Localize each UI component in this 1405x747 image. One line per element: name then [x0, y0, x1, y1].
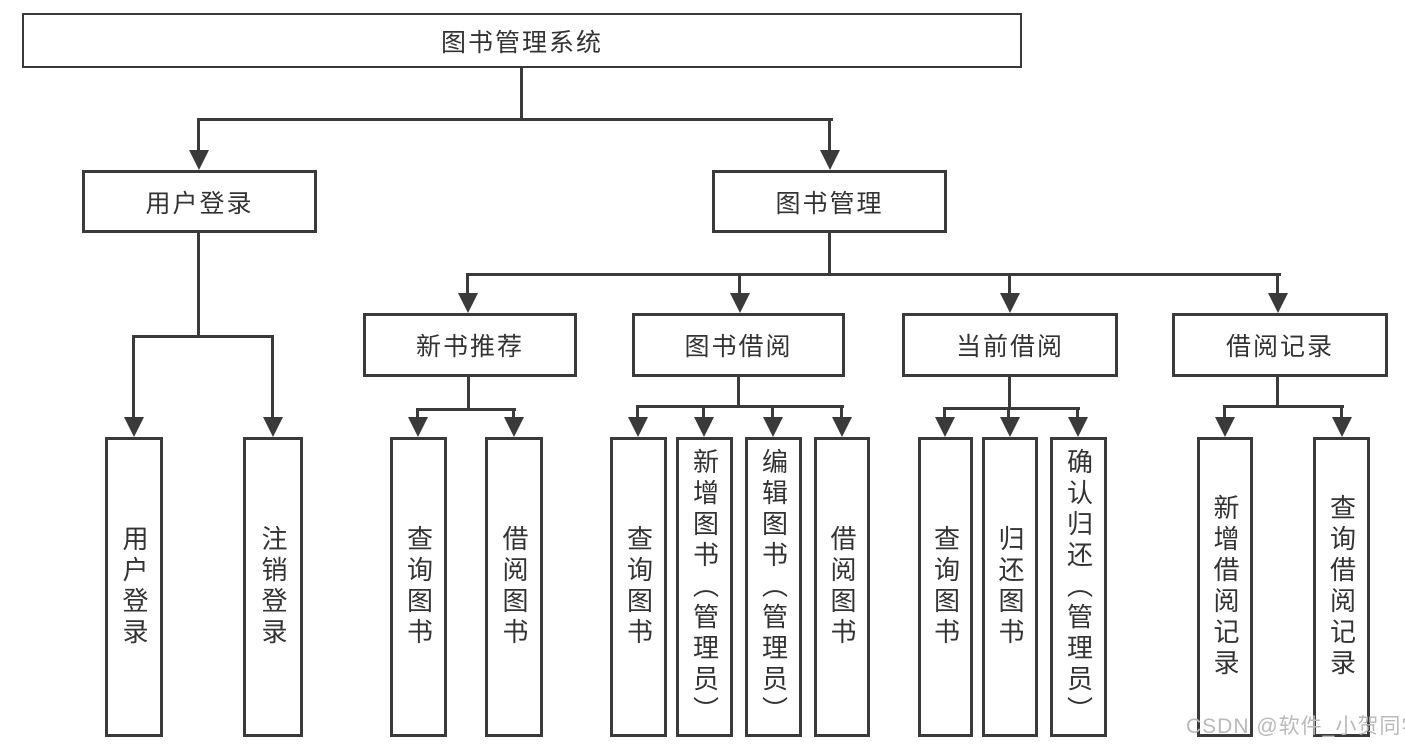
connector-line	[943, 407, 1080, 410]
node-edit-book-admin: 编辑图书（管理员）	[745, 437, 802, 737]
connector-line	[1276, 377, 1279, 407]
connector-line	[1223, 405, 1226, 419]
node-add-borrow-record: 新增借阅记录	[1197, 437, 1253, 737]
connector-line	[738, 273, 741, 295]
connector-line	[466, 273, 469, 295]
node-label: 新书推荐	[415, 333, 524, 361]
arrowhead-icon	[1268, 293, 1288, 313]
connector-line	[636, 405, 639, 419]
node-borrow-books-recommend: 借阅图书	[485, 437, 543, 737]
connector-line	[520, 68, 523, 118]
node-borrow-books-leaf: 借阅图书	[814, 437, 870, 737]
node-query-borrow-record: 查询借阅记录	[1313, 437, 1370, 737]
connector-line	[197, 233, 200, 337]
node-label: 查询借阅记录	[1326, 494, 1357, 680]
connector-line	[636, 405, 844, 408]
connector-line	[132, 335, 135, 419]
node-query-books-current: 查询图书	[918, 437, 973, 737]
node-label: 确认归还（管理员）	[1063, 447, 1094, 727]
connector-line	[828, 233, 831, 275]
node-return-books: 归还图书	[982, 437, 1038, 737]
node-label: 查询图书	[930, 525, 961, 649]
arrowhead-icon	[124, 417, 144, 437]
connector-line	[943, 407, 946, 419]
connector-line	[737, 377, 740, 407]
node-library-management-system: 图书管理系统	[22, 13, 1022, 68]
node-label: 借阅图书	[827, 525, 857, 649]
connector-line	[1076, 407, 1079, 419]
connector-line	[132, 335, 274, 338]
connector-line	[828, 118, 831, 152]
connector-line	[466, 273, 1281, 276]
watermark: CSDN @软件_小贺同学	[1186, 715, 1405, 738]
node-label: 借阅记录	[1225, 333, 1334, 361]
arrowhead-icon	[763, 417, 783, 437]
arrowhead-icon	[189, 150, 209, 170]
node-label: 查询图书	[403, 525, 434, 649]
connector-line	[271, 335, 274, 419]
connector-line	[702, 405, 705, 419]
connector-line	[840, 405, 843, 419]
node-label: 归还图书	[995, 525, 1025, 649]
node-label: 图书管理系统	[440, 28, 603, 57]
connector-line	[197, 118, 200, 152]
connector-line	[467, 377, 470, 410]
node-query-books-borrowing: 查询图书	[610, 437, 667, 737]
connector-line	[416, 408, 516, 411]
connector-line	[512, 408, 515, 419]
arrowhead-icon	[504, 417, 524, 437]
node-label: 用户登录	[119, 525, 149, 649]
node-user-login: 用户登录	[82, 170, 317, 233]
arrowhead-icon	[832, 417, 852, 437]
arrowhead-icon	[1068, 417, 1088, 437]
connector-line	[1008, 377, 1011, 409]
node-label: 查询图书	[623, 525, 654, 649]
node-label: 借阅图书	[499, 525, 529, 649]
node-add-book-admin: 新增图书（管理员）	[676, 437, 733, 737]
node-logout: 注销登录	[243, 437, 303, 737]
arrowhead-icon	[408, 417, 428, 437]
connector-line	[197, 118, 833, 121]
node-book-borrowing: 图书借阅	[632, 313, 845, 377]
arrowhead-icon	[458, 293, 478, 313]
node-label: 图书借阅	[684, 333, 793, 361]
connector-line	[1223, 405, 1344, 408]
node-label: 注销登录	[258, 525, 288, 649]
connector-line	[416, 408, 419, 419]
arrowhead-icon	[730, 293, 750, 313]
arrowhead-icon	[628, 417, 648, 437]
arrowhead-icon	[1000, 417, 1020, 437]
node-query-books-recommend: 查询图书	[390, 437, 447, 737]
arrowhead-icon	[1332, 417, 1352, 437]
arrowhead-icon	[263, 417, 283, 437]
node-borrowing-records: 借阅记录	[1172, 313, 1388, 377]
node-label: 新增图书（管理员）	[689, 447, 720, 727]
connector-line	[771, 405, 774, 419]
node-label: 当前借阅	[955, 333, 1064, 361]
connector-line	[1008, 273, 1011, 295]
connector-line	[1007, 407, 1010, 419]
connector-line	[1340, 405, 1343, 419]
node-book-management: 图书管理	[712, 170, 947, 233]
node-label: 用户登录	[145, 189, 254, 218]
node-label: 编辑图书（管理员）	[758, 447, 789, 727]
node-current-borrowing: 当前借阅	[902, 313, 1118, 377]
node-label: 新增借阅记录	[1210, 494, 1240, 680]
arrowhead-icon	[820, 150, 840, 170]
arrowhead-icon	[1000, 293, 1020, 313]
connector-line	[1276, 273, 1279, 295]
arrowhead-icon	[1215, 417, 1235, 437]
arrowhead-icon	[694, 417, 714, 437]
arrowhead-icon	[935, 417, 955, 437]
node-user-login-leaf: 用户登录	[105, 437, 163, 737]
node-new-book-recommendation: 新书推荐	[363, 313, 577, 377]
node-confirm-return-admin: 确认归还（管理员）	[1050, 437, 1107, 737]
node-label: 图书管理	[775, 189, 884, 218]
